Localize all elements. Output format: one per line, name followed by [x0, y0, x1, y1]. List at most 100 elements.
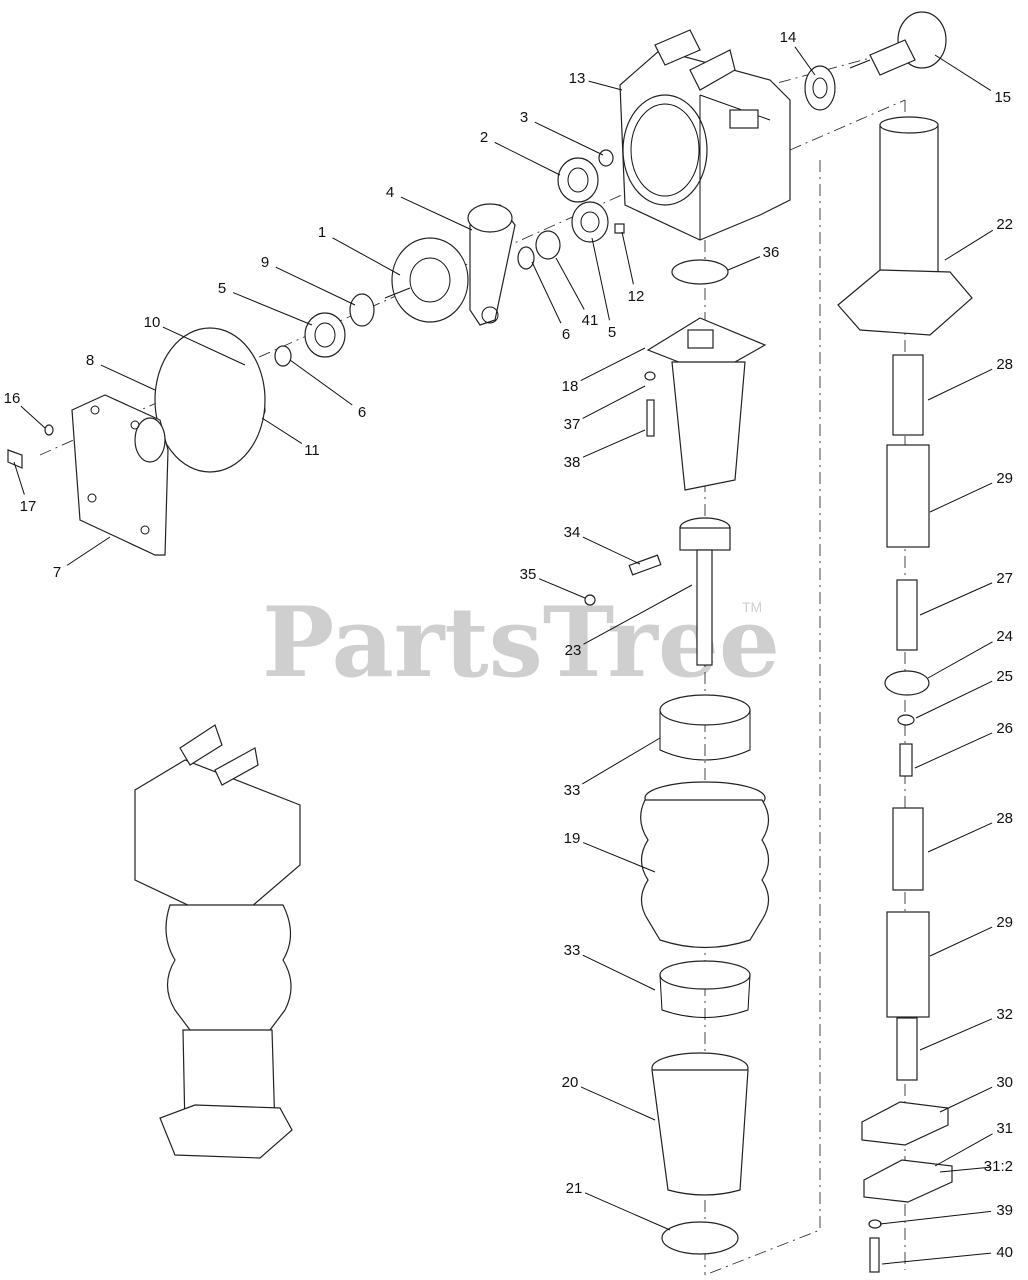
callout-leader-c28b	[927, 822, 993, 853]
callout-leader-c28a	[927, 368, 993, 401]
shaft-seal	[804, 65, 836, 111]
snap-ring-9	[349, 293, 375, 327]
bolt-26	[899, 743, 913, 777]
piston-rod-23	[679, 517, 731, 666]
clip-35	[584, 594, 596, 606]
callout-label-c28a: 28	[996, 356, 1013, 373]
spring-28b	[892, 807, 924, 891]
screw-17	[7, 449, 23, 469]
assembled-view	[134, 724, 301, 1159]
callout-label-c5a: 5	[218, 280, 226, 297]
callout-leader-c37	[582, 385, 646, 419]
callout-label-c8: 8	[86, 352, 94, 369]
callout-label-c312: 31:2	[984, 1158, 1013, 1175]
callout-leader-c38	[582, 429, 646, 458]
callout-label-c33a: 33	[564, 782, 581, 799]
callout-leader-c5a	[232, 292, 313, 326]
callout-leader-c14	[794, 46, 816, 76]
callout-label-c5b: 5	[608, 324, 616, 341]
callout-leader-c23	[583, 584, 693, 645]
callout-label-c29b: 29	[996, 914, 1013, 931]
callout-label-c16: 16	[4, 390, 21, 407]
callout-leader-c12	[621, 231, 634, 285]
spring-28a	[892, 354, 924, 436]
callout-leader-c2	[494, 141, 561, 176]
connecting-rod-4	[467, 203, 516, 326]
callout-leader-c29a	[929, 482, 993, 513]
bearing-5b	[571, 201, 609, 243]
guide-cylinder-18	[646, 317, 767, 491]
callout-label-c20: 20	[562, 1074, 579, 1091]
washer-25	[897, 714, 915, 726]
callout-leader-c30	[939, 1086, 993, 1113]
snap-ring-3	[598, 149, 614, 167]
callout-leader-c24	[927, 641, 993, 679]
callout-label-c19: 19	[564, 830, 581, 847]
watermark-trademark: TM	[742, 599, 762, 615]
callout-leader-c10	[162, 326, 246, 366]
plate-31	[863, 1159, 953, 1203]
callout-leader-c25	[915, 680, 993, 719]
washer-37	[644, 371, 656, 381]
o-ring-36	[671, 259, 729, 285]
callout-leader-c41	[555, 257, 585, 310]
callout-label-c23: 23	[565, 642, 582, 659]
callout-labels: 1234556678910111213141516171819202122232…	[4, 29, 1013, 1261]
callout-label-c21: 21	[566, 1180, 583, 1197]
callout-leader-c3	[534, 121, 604, 156]
callout-leader-c18	[580, 347, 646, 382]
callout-label-c6a: 6	[358, 404, 366, 421]
washer-39	[868, 1219, 882, 1229]
axis-link-bottom	[704, 160, 821, 1276]
snap-ring-6b	[517, 246, 535, 270]
callout-label-c4: 4	[386, 184, 394, 201]
callout-label-c22: 22	[996, 216, 1013, 233]
callout-leader-c32	[919, 1018, 993, 1051]
watermark: PartsTree TM	[262, 586, 780, 699]
callout-leader-c34	[582, 536, 641, 565]
gasket-30	[861, 1101, 949, 1146]
callout-leader-c35	[538, 578, 586, 599]
callout-label-c24: 24	[996, 628, 1013, 645]
callout-label-c1: 1	[318, 224, 326, 241]
axis-pinion	[639, 49, 901, 121]
callout-leader-c312	[939, 1166, 992, 1173]
callout-label-c26: 26	[996, 720, 1013, 737]
callout-label-c6b: 6	[562, 326, 570, 343]
callout-label-c35: 35	[520, 566, 537, 583]
spacer-32	[896, 1017, 918, 1081]
spring-29b	[886, 911, 930, 1018]
gasket-21	[661, 1221, 739, 1255]
callout-leader-c31	[934, 1133, 993, 1167]
snap-ring-6a	[274, 345, 292, 367]
gear-housing	[619, 29, 791, 241]
callout-leader-c5b	[591, 237, 610, 321]
callout-leader-c39	[879, 1210, 992, 1225]
callout-label-c30: 30	[996, 1074, 1013, 1091]
callout-label-c38: 38	[564, 454, 581, 471]
guide-tube-22	[837, 116, 973, 336]
bellows-19	[640, 781, 770, 949]
callout-leader-c4	[400, 196, 473, 231]
bearing-5a	[304, 312, 346, 358]
callout-label-c32: 32	[996, 1006, 1013, 1023]
spacer-27	[896, 579, 918, 651]
axis-link-top	[789, 99, 906, 151]
callout-leader-c27	[919, 582, 993, 616]
snap-ring-41	[535, 230, 561, 260]
callout-leader-c20	[580, 1086, 656, 1121]
callout-label-c40: 40	[996, 1244, 1013, 1261]
callout-leader-c26	[914, 732, 993, 769]
callout-label-c17: 17	[20, 498, 37, 515]
callout-leader-c17	[13, 461, 25, 495]
callout-leader-c16	[20, 405, 46, 429]
callout-label-c15: 15	[994, 89, 1011, 106]
crank-gear-1	[384, 237, 469, 323]
callout-label-c9: 9	[261, 254, 269, 271]
callout-leader-c6a	[289, 359, 353, 406]
bearing-2	[557, 157, 599, 203]
callout-label-c34: 34	[564, 524, 581, 541]
callout-leader-c22	[944, 229, 994, 261]
callout-leader-c8	[100, 364, 156, 391]
callout-label-c12: 12	[628, 288, 645, 305]
